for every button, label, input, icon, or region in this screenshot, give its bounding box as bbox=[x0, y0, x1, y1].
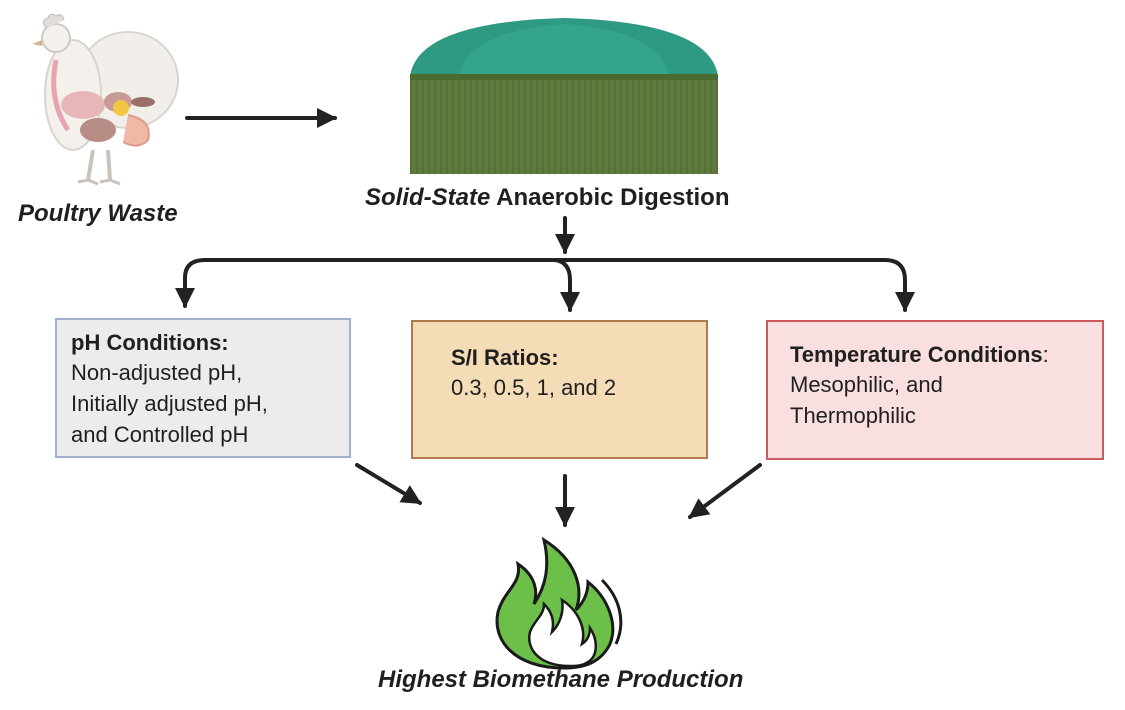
biomethane-label: Highest Biomethane Production bbox=[378, 666, 744, 693]
ph-conditions-box: pH Conditions: Non-adjusted pH, Initiall… bbox=[55, 318, 351, 458]
arrow-temp-to-outcome bbox=[688, 463, 762, 519]
digestion-label-rest: Anaerobic Digestion bbox=[490, 184, 730, 211]
ph-conditions-title: pH Conditions: bbox=[71, 330, 229, 355]
flame-icon bbox=[495, 536, 623, 670]
temperature-conditions-title-wrap: Temperature Conditions: bbox=[790, 341, 1102, 369]
temperature-conditions-box: Temperature Conditions: Mesophilic, and … bbox=[766, 320, 1104, 460]
si-ratios-body: 0.3, 0.5, 1, and 2 bbox=[451, 375, 617, 400]
branch-middle bbox=[553, 258, 580, 312]
digester-tank-icon bbox=[410, 18, 718, 174]
digestion-label-italic: Solid-State bbox=[365, 184, 491, 211]
temperature-conditions-body: Mesophilic, and Thermophilic bbox=[790, 372, 943, 428]
branch-connector bbox=[183, 258, 907, 307]
si-ratios-box: S/I Ratios: 0.3, 0.5, 1, and 2 bbox=[411, 320, 708, 459]
temperature-conditions-title: Temperature Conditions bbox=[790, 342, 1043, 367]
chicken-icon bbox=[32, 13, 179, 186]
ph-conditions-body: Non-adjusted pH, Initially adjusted pH, … bbox=[71, 360, 268, 447]
si-ratios-title: S/I Ratios: bbox=[451, 345, 559, 370]
temperature-conditions-colon: : bbox=[1042, 342, 1049, 367]
digestion-label: Solid-State Anaerobic Digestion bbox=[365, 184, 730, 212]
arrow-ph-to-outcome bbox=[355, 463, 422, 505]
poultry-waste-label: Poultry Waste bbox=[18, 200, 178, 227]
